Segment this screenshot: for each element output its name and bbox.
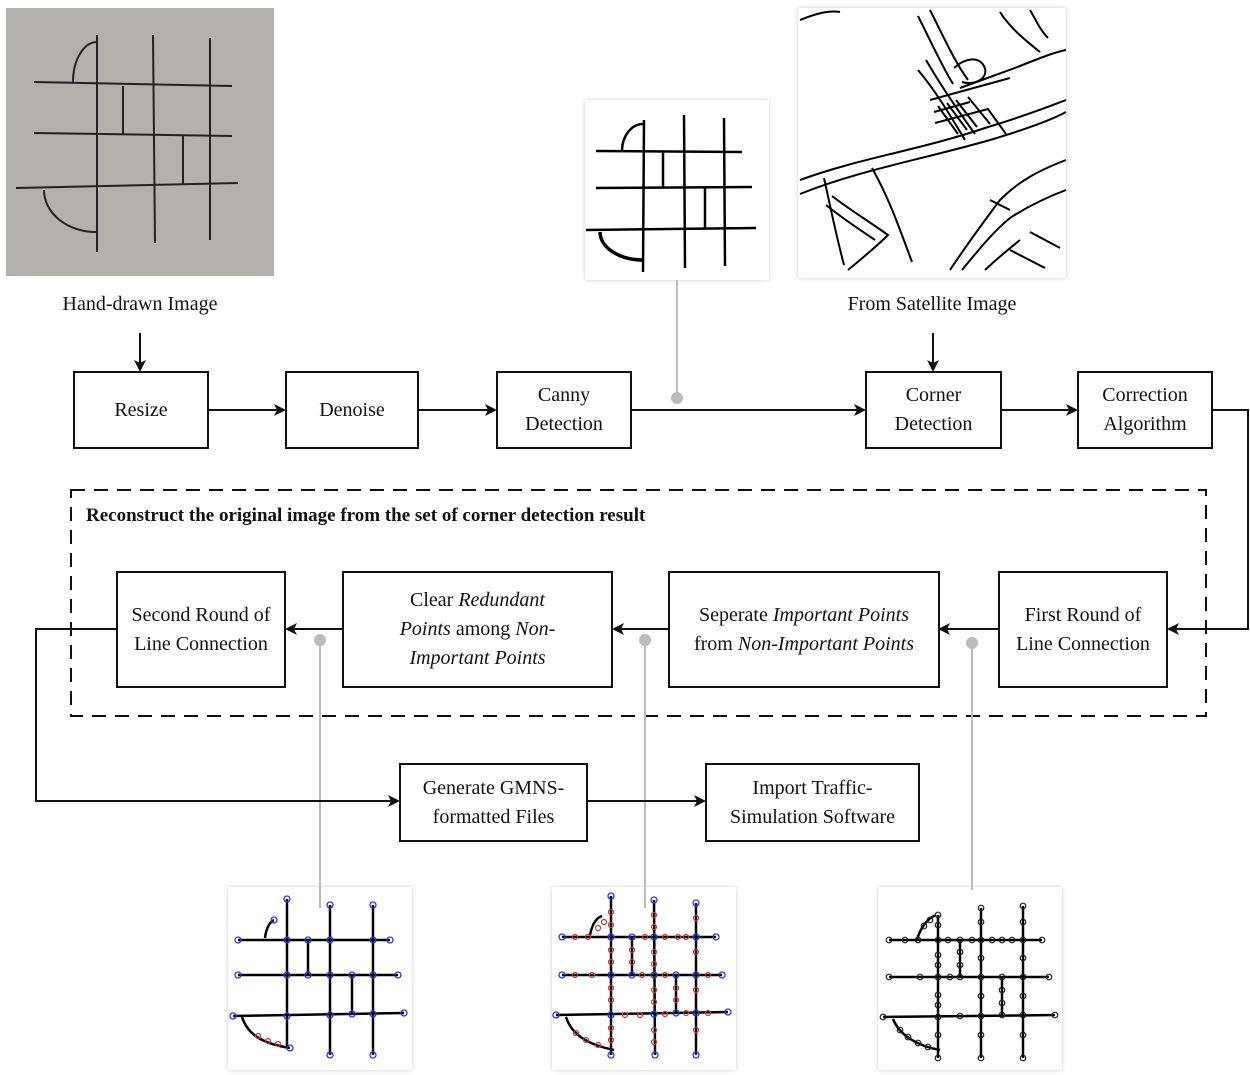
second-round-points — [229, 895, 408, 1059]
first-round-line2: Line Connection — [1016, 632, 1150, 655]
first-round-box: First Round of Line Connection — [998, 571, 1168, 688]
hand-drawn-caption: Hand-drawn Image — [62, 293, 218, 315]
gmns-line1: Generate GMNS- — [422, 776, 565, 799]
clear-line1: Clear Redundant — [410, 589, 545, 611]
correction-label-line2: Algorithm — [1103, 413, 1187, 435]
second-round-box: Second Round of Line Connection — [116, 571, 286, 688]
corner-label-line2: Detection — [894, 413, 973, 435]
canny-detection-box: Canny Detection — [496, 371, 632, 449]
satellite-caption: From Satellite Image — [847, 293, 1017, 315]
flow-arrows — [35, 333, 1249, 807]
correction-label-line1: Correction — [1102, 384, 1188, 406]
group-heading: Reconstruct the original image from the … — [86, 505, 646, 526]
hand-drawn-image — [6, 8, 274, 276]
corner-label-line1: Corner — [905, 384, 962, 406]
clear-line3: Important Points — [409, 647, 546, 669]
canny-result-image — [585, 100, 769, 280]
image-connectors — [314, 280, 978, 908]
seperate-line1: Seperate Important Points — [699, 603, 909, 626]
import-traffic-box: Import Traffic- Simulation Software — [705, 763, 920, 842]
satellite-roads-sketch — [799, 9, 1067, 271]
seperate-points-box: Seperate Important Points from Non-Impor… — [668, 571, 940, 688]
canny-label-line2: Detection — [525, 413, 603, 435]
denoise-box: Denoise — [285, 371, 419, 449]
clear-redundant-box: Clear Redundant Points among Non- Import… — [342, 571, 613, 688]
corner-detection-box: Corner Detection — [865, 371, 1002, 449]
import-line2: Simulation Software — [730, 805, 895, 828]
denoise-label: Denoise — [319, 398, 385, 421]
import-line1: Import Traffic- — [752, 776, 873, 799]
clear-redundant-points — [571, 908, 712, 1049]
canny-label-line1: Canny — [537, 384, 591, 406]
hand-drawn-sketch — [15, 34, 239, 252]
first-round-line1: First Round of — [1024, 603, 1142, 626]
second-round-line2: Line Connection — [134, 632, 268, 655]
second-round-sketch — [232, 899, 405, 1055]
seperate-line2: from Non-Important Points — [693, 632, 914, 655]
reconstruction-group — [70, 489, 1207, 717]
canny-sketch — [585, 114, 757, 273]
second-round-result-image — [228, 887, 412, 1070]
resize-box: Resize — [73, 371, 209, 449]
first-round-sketch — [882, 906, 1056, 1058]
first-round-points — [879, 902, 1059, 1062]
second-round-line1: Second Round of — [131, 603, 271, 626]
clear-redundant-sketch — [555, 896, 729, 1056]
clear-line2: Points among Non- — [399, 618, 556, 640]
correction-algorithm-box: Correction Algorithm — [1077, 371, 1213, 449]
resize-label: Resize — [114, 398, 168, 421]
generate-gmns-box: Generate GMNS- formatted Files — [399, 763, 588, 842]
gmns-line2: formatted Files — [432, 805, 555, 828]
